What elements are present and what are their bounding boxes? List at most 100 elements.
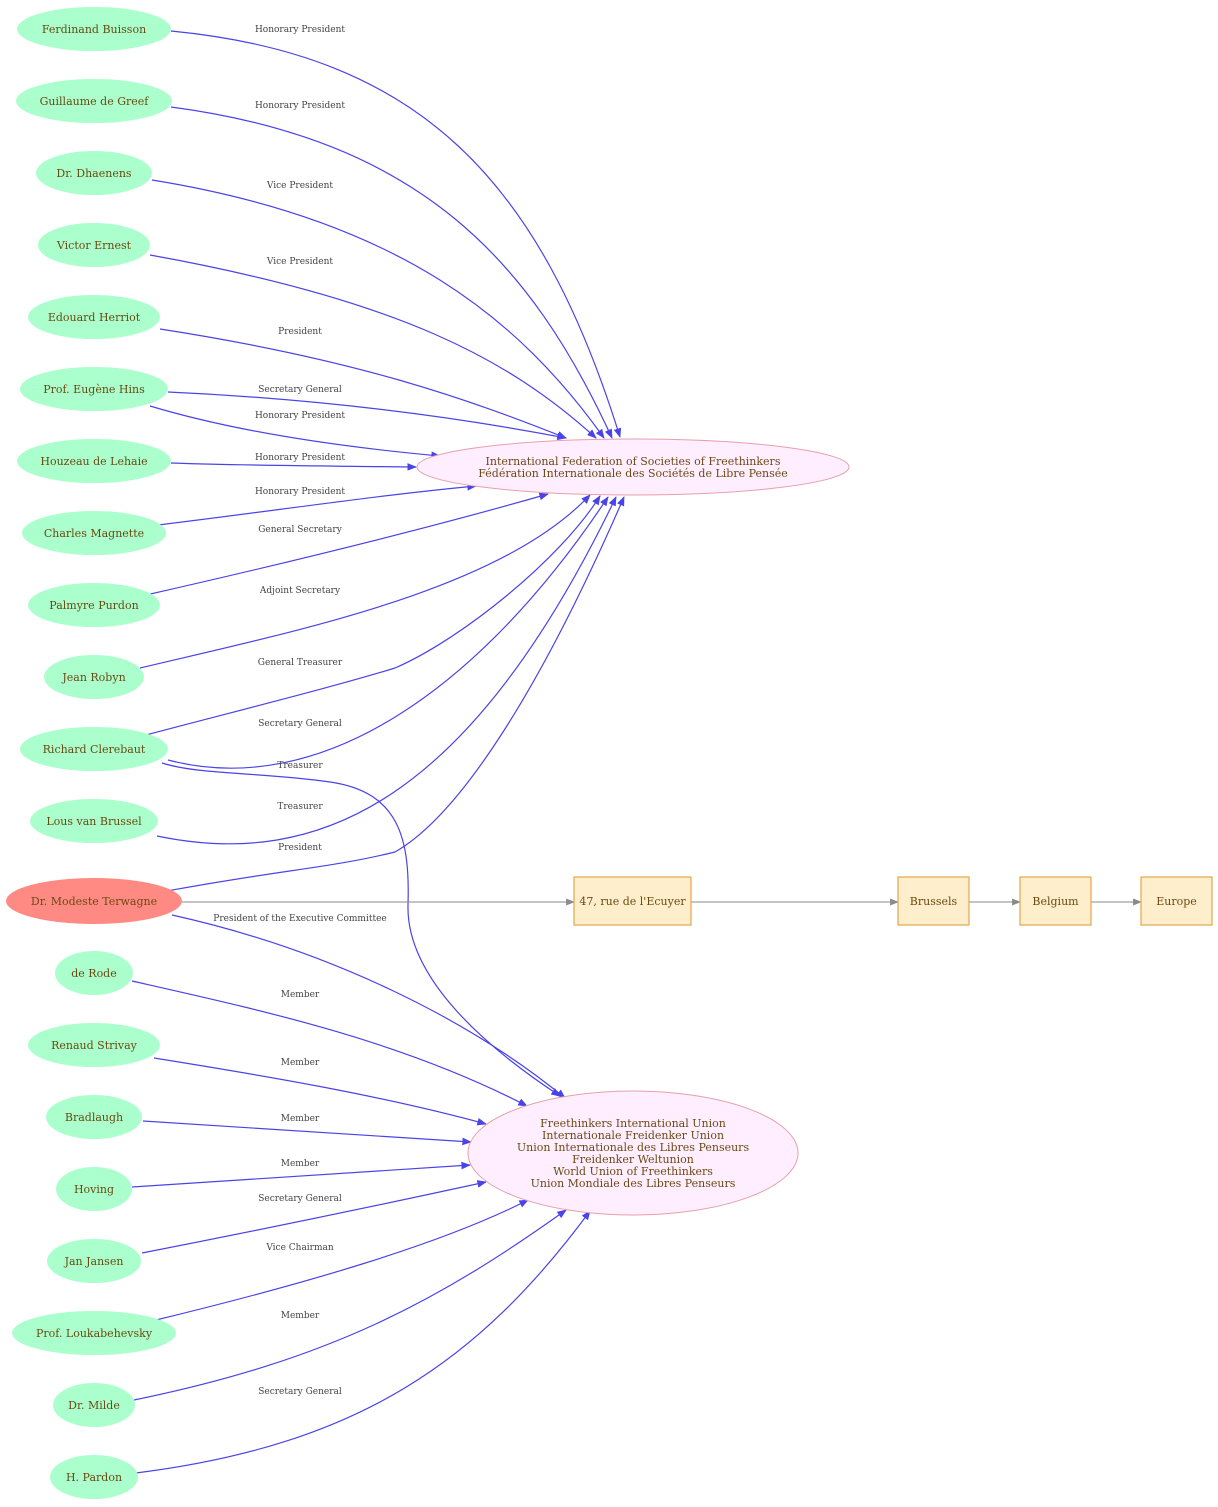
person-node-bradlaugh[interactable]: Bradlaugh — [46, 1095, 142, 1139]
person-node-strivay[interactable]: Renaud Strivay — [28, 1023, 160, 1067]
person-node-jansen[interactable]: Jan Jansen — [47, 1239, 141, 1283]
person-node-hins[interactable]: Prof. Eugène Hins — [20, 367, 168, 411]
edge-label: Honorary President — [255, 453, 345, 463]
person-ellipse — [47, 1239, 141, 1283]
person-ellipse — [38, 223, 150, 267]
edge-terwagne-fiu — [171, 914, 566, 1099]
place-label: Belgium — [1032, 895, 1079, 908]
edge-label: Treasurer — [277, 802, 323, 812]
edge-greef-ifsf — [170, 106, 613, 439]
person-ellipse — [44, 655, 144, 699]
organization-name-line: Freethinkers International Union — [540, 1117, 726, 1130]
person-ellipse — [55, 951, 133, 995]
person-node-pardon[interactable]: H. Pardon — [50, 1455, 138, 1499]
person-node-loukabehevsky[interactable]: Prof. Loukabehevsky — [12, 1311, 176, 1355]
edge-label: Adjoint Secretary — [259, 586, 341, 596]
person-label: Richard Clerebaut — [43, 743, 146, 756]
edge-hins-ifsf — [149, 405, 441, 460]
place-node-europe[interactable]: Europe — [1140, 876, 1213, 926]
organization-ellipse — [416, 438, 850, 496]
edge-strivay-fiu — [153, 1057, 487, 1126]
person-node-magnette[interactable]: Charles Magnette — [22, 511, 166, 555]
person-label: Bradlaugh — [65, 1111, 123, 1124]
person-ellipse — [30, 799, 158, 843]
organization-name-line: Fédération Internationale des Sociétés d… — [478, 467, 788, 480]
person-label: Lous van Brussel — [46, 815, 142, 828]
organization-name-line: Freidenker Weltunion — [572, 1153, 694, 1166]
edge-label: Honorary President — [255, 25, 345, 35]
person-node-rode[interactable]: de Rode — [55, 951, 133, 995]
edge-hoving-fiu — [131, 1161, 471, 1188]
organization-name-line: World Union of Freethinkers — [553, 1165, 713, 1178]
person-ellipse — [28, 295, 160, 339]
person-node-buisson[interactable]: Ferdinand Buisson — [17, 7, 171, 51]
person-ellipse — [28, 1023, 160, 1067]
edge-label: Secretary General — [258, 1387, 342, 1397]
person-node-greef[interactable]: Guillaume de Greef — [16, 79, 172, 123]
edge-buisson-ifsf — [170, 30, 622, 438]
edge-label: Member — [281, 1311, 320, 1321]
person-label: H. Pardon — [66, 1471, 122, 1484]
place-label: Brussels — [910, 895, 958, 908]
organization-name-line: Internationale Freidenker Union — [542, 1129, 724, 1142]
organization-node-ifsf[interactable]: International Federation of Societies of… — [416, 438, 850, 496]
place-node-brussels[interactable]: Brussels — [897, 876, 970, 926]
person-node-houzeau[interactable]: Houzeau de Lehaie — [17, 439, 171, 483]
edge-loukabehevsky-fiu — [155, 1199, 529, 1321]
organization-name-line: International Federation of Societies of… — [486, 455, 781, 468]
edge-label: Secretary General — [258, 1194, 342, 1204]
edge-robyn-ifsf — [139, 494, 591, 669]
edge-purdon-ifsf — [145, 492, 549, 596]
place-label: 47, rue de l'Ecuyer — [579, 895, 686, 908]
person-label: Dr. Dhaenens — [56, 167, 132, 180]
edge-label: Honorary President — [255, 487, 345, 497]
person-ellipse — [46, 1095, 142, 1139]
person-node-terwagne[interactable]: Dr. Modeste Terwagne — [6, 878, 182, 924]
edge-ernest-ifsf — [149, 254, 597, 439]
edge-label: Vice Chairman — [265, 1243, 334, 1253]
person-label: de Rode — [71, 967, 117, 980]
person-node-ernest[interactable]: Victor Ernest — [38, 223, 150, 267]
edge-herriot-ifsf — [159, 328, 567, 439]
person-label: Palmyre Purdon — [49, 599, 138, 612]
person-ellipse — [17, 439, 171, 483]
person-ellipse — [12, 1311, 176, 1355]
edge-clerebaut-ifsf — [167, 496, 609, 769]
edge-clerebaut-fiu — [161, 762, 561, 1097]
person-node-brussel[interactable]: Lous van Brussel — [30, 799, 158, 843]
person-label: Edouard Herriot — [48, 311, 141, 324]
edge-houzeau-ifsf — [170, 462, 417, 471]
place-box — [1140, 876, 1213, 926]
edge-clerebaut-ifsf — [145, 495, 601, 736]
person-ellipse — [50, 1455, 138, 1499]
person-node-clerebaut[interactable]: Richard Clerebaut — [20, 727, 168, 771]
person-ellipse — [53, 1383, 135, 1427]
edge-milde-fiu — [133, 1209, 567, 1401]
edge-dhaenens-ifsf — [151, 179, 605, 439]
edge-bradlaugh-fiu — [142, 1120, 472, 1146]
place-node-belgium[interactable]: Belgium — [1019, 876, 1092, 926]
person-ellipse — [56, 1167, 132, 1211]
place-box — [573, 876, 692, 926]
edge-label: Secretary General — [258, 719, 342, 729]
person-label: Prof. Loukabehevsky — [36, 1327, 153, 1340]
person-label: Ferdinand Buisson — [42, 23, 146, 36]
edge-label: Member — [281, 1159, 320, 1169]
person-node-purdon[interactable]: Palmyre Purdon — [28, 583, 160, 627]
person-ellipse — [28, 583, 160, 627]
organization-node-fiu[interactable]: Freethinkers International UnionInternat… — [467, 1090, 799, 1216]
person-node-herriot[interactable]: Edouard Herriot — [28, 295, 160, 339]
edge-jansen-fiu — [141, 1180, 487, 1254]
person-node-milde[interactable]: Dr. Milde — [53, 1383, 135, 1427]
edge-label: Vice President — [266, 257, 334, 267]
place-node-street[interactable]: 47, rue de l'Ecuyer — [573, 876, 692, 926]
person-node-dhaenens[interactable]: Dr. Dhaenens — [36, 151, 152, 195]
place-label: Europe — [1156, 895, 1197, 908]
place-box — [1019, 876, 1092, 926]
edge-brussel-ifsf — [156, 496, 617, 845]
person-node-hoving[interactable]: Hoving — [56, 1167, 132, 1211]
person-label: Dr. Milde — [68, 1399, 120, 1412]
person-node-robyn[interactable]: Jean Robyn — [44, 655, 144, 699]
